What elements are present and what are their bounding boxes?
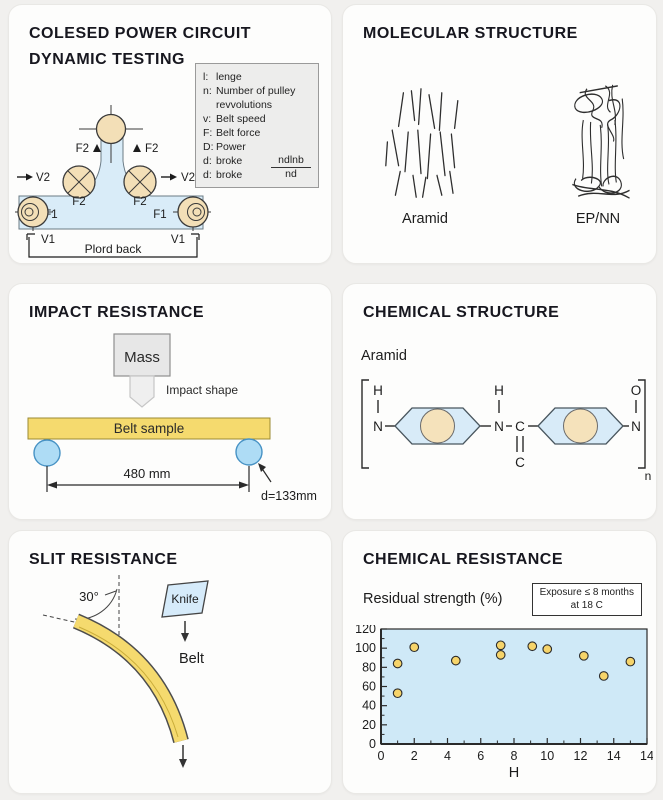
aramid-fibers-sketch xyxy=(385,88,459,198)
y-tick-label: 100 xyxy=(355,641,376,655)
atom-c: C xyxy=(515,419,525,434)
pulley-test-rig-diagram: F2 F2 V2 V2 F2 F2 F1 F1 xyxy=(15,105,211,258)
panel-chemical-resistance: CHEMICAL RESISTANCE Residual strength (%… xyxy=(342,530,657,794)
data-point xyxy=(578,650,589,661)
benzene-ring-right xyxy=(537,407,624,445)
impact-test-diagram: Mass Impact shape Belt sample 480 mm d=1… xyxy=(27,333,317,503)
x-tick-label: 14 xyxy=(640,749,653,763)
knife-shape xyxy=(161,580,209,618)
panel-title: MOLECULAR STRUCTURE xyxy=(363,25,578,42)
panel-title-line2: DYNAMIC TESTING xyxy=(29,51,185,68)
knife-label: Knife xyxy=(171,592,199,606)
y-tick-label: 60 xyxy=(362,680,376,694)
data-point xyxy=(392,688,403,699)
panel-slit-resistance: SLIT RESISTANCE 30° Knife Belt xyxy=(8,530,332,794)
data-point xyxy=(625,656,636,667)
data-point xyxy=(542,644,553,654)
panel-title: CHEMICAL RESISTANCE xyxy=(363,551,564,568)
v1-label: V1 xyxy=(41,234,55,246)
benzene-ring-left xyxy=(394,407,481,445)
drive-pulley-right xyxy=(173,196,211,231)
epnn-label: EP/NN xyxy=(575,211,621,227)
v2-label: V2 xyxy=(36,172,50,184)
plord-back-label: Plord back xyxy=(85,242,143,256)
data-point xyxy=(495,650,506,660)
angle-label: 30° xyxy=(79,589,99,604)
panel-dynamic-testing: COLESED POWER CIRCUIT DYNAMIC TESTING l:… xyxy=(8,4,332,264)
plot-area xyxy=(380,628,648,745)
panel-title: CHEMICAL STRUCTURE xyxy=(363,304,560,321)
data-point xyxy=(495,640,506,651)
x-tick-label: 10 xyxy=(540,749,554,763)
x-tick-label: 12 xyxy=(574,749,588,763)
data-point xyxy=(450,655,461,666)
span-dimension-label: 480 mm xyxy=(124,466,171,481)
drive-pulley-left xyxy=(15,196,53,231)
f2-label: F2 xyxy=(72,196,85,208)
x-tick-label: 6 xyxy=(477,749,484,763)
support-roller-left xyxy=(33,439,61,467)
symbol-legend: l:lenge n:Number of pulley revvolutions … xyxy=(195,63,319,188)
x-tick-label: 14 xyxy=(607,749,621,763)
f2-label: F2 xyxy=(133,196,146,208)
support-roller-right xyxy=(235,438,263,466)
v2-label: V2 xyxy=(181,172,195,184)
y-tick-label: 20 xyxy=(362,718,376,732)
repeat-subscript: n xyxy=(645,469,651,483)
y-tick-label: 120 xyxy=(355,625,376,636)
belt-label: Belt xyxy=(179,651,204,667)
f2-label: F2 xyxy=(76,143,89,155)
atom-c: C xyxy=(515,455,525,470)
x-tick-label: 2 xyxy=(411,749,418,763)
y-tick-label: 80 xyxy=(362,660,376,674)
x-tick-label: 8 xyxy=(511,749,518,763)
v1-label: V1 xyxy=(171,234,185,246)
y-tick-label: 40 xyxy=(362,699,376,713)
atom-h: H xyxy=(494,383,504,398)
y-tick-label: 0 xyxy=(369,737,376,751)
slit-test-diagram: 30° Knife Belt xyxy=(42,575,209,768)
top-pulley xyxy=(95,113,127,145)
legend-fraction: ndlnb nd xyxy=(271,154,311,181)
x-tick-label: 4 xyxy=(444,749,451,763)
f1-label: F1 xyxy=(153,209,166,221)
epnn-tangle-sketch xyxy=(572,84,630,199)
roller-diameter-label: d=133mm xyxy=(261,489,317,503)
atom-h: H xyxy=(373,383,383,398)
left-bracket xyxy=(361,379,369,469)
panel-molecular-structure: MOLECULAR STRUCTURE xyxy=(342,4,657,264)
right-bracket xyxy=(638,379,646,469)
f2-label: F2 xyxy=(145,143,158,155)
exposure-note-box: Exposure ≤ 8 months at 18 C xyxy=(531,583,642,616)
panel-title: SLIT RESISTANCE xyxy=(29,551,178,568)
atom-n: N xyxy=(373,419,383,434)
belt-curve xyxy=(72,613,189,744)
polymer-name-label: Aramid xyxy=(361,348,407,364)
data-point xyxy=(392,658,403,669)
y-axis-title: Residual strength (%) xyxy=(363,591,503,607)
belt-sample-bar xyxy=(27,417,271,440)
x-tick-label: 0 xyxy=(378,749,385,763)
panel-title: COLESED POWER CIRCUIT xyxy=(29,25,252,42)
aramid-formula-diagram: H N H N C C N O n xyxy=(361,379,651,483)
impactor-shape xyxy=(129,375,155,408)
deflection-pulley-right xyxy=(123,165,157,199)
data-point xyxy=(409,642,420,653)
belt-sample-label: Belt sample xyxy=(114,421,185,436)
data-point xyxy=(598,671,609,681)
deflection-pulley-left xyxy=(62,165,96,199)
panel-chemical-structure: CHEMICAL STRUCTURE Aramid H N xyxy=(342,283,657,520)
atom-n: N xyxy=(494,419,504,434)
impact-shape-label: Impact shape xyxy=(166,383,238,397)
data-point xyxy=(527,641,538,652)
atom-n: N xyxy=(631,419,641,434)
x-axis-title: H xyxy=(509,765,519,781)
panel-impact-resistance: IMPACT RESISTANCE Mass Impact shape Belt… xyxy=(8,283,332,520)
mass-label: Mass xyxy=(124,349,160,366)
aramid-label: Aramid xyxy=(402,211,448,227)
panel-title: IMPACT RESISTANCE xyxy=(29,304,205,321)
atom-o: O xyxy=(631,383,642,398)
